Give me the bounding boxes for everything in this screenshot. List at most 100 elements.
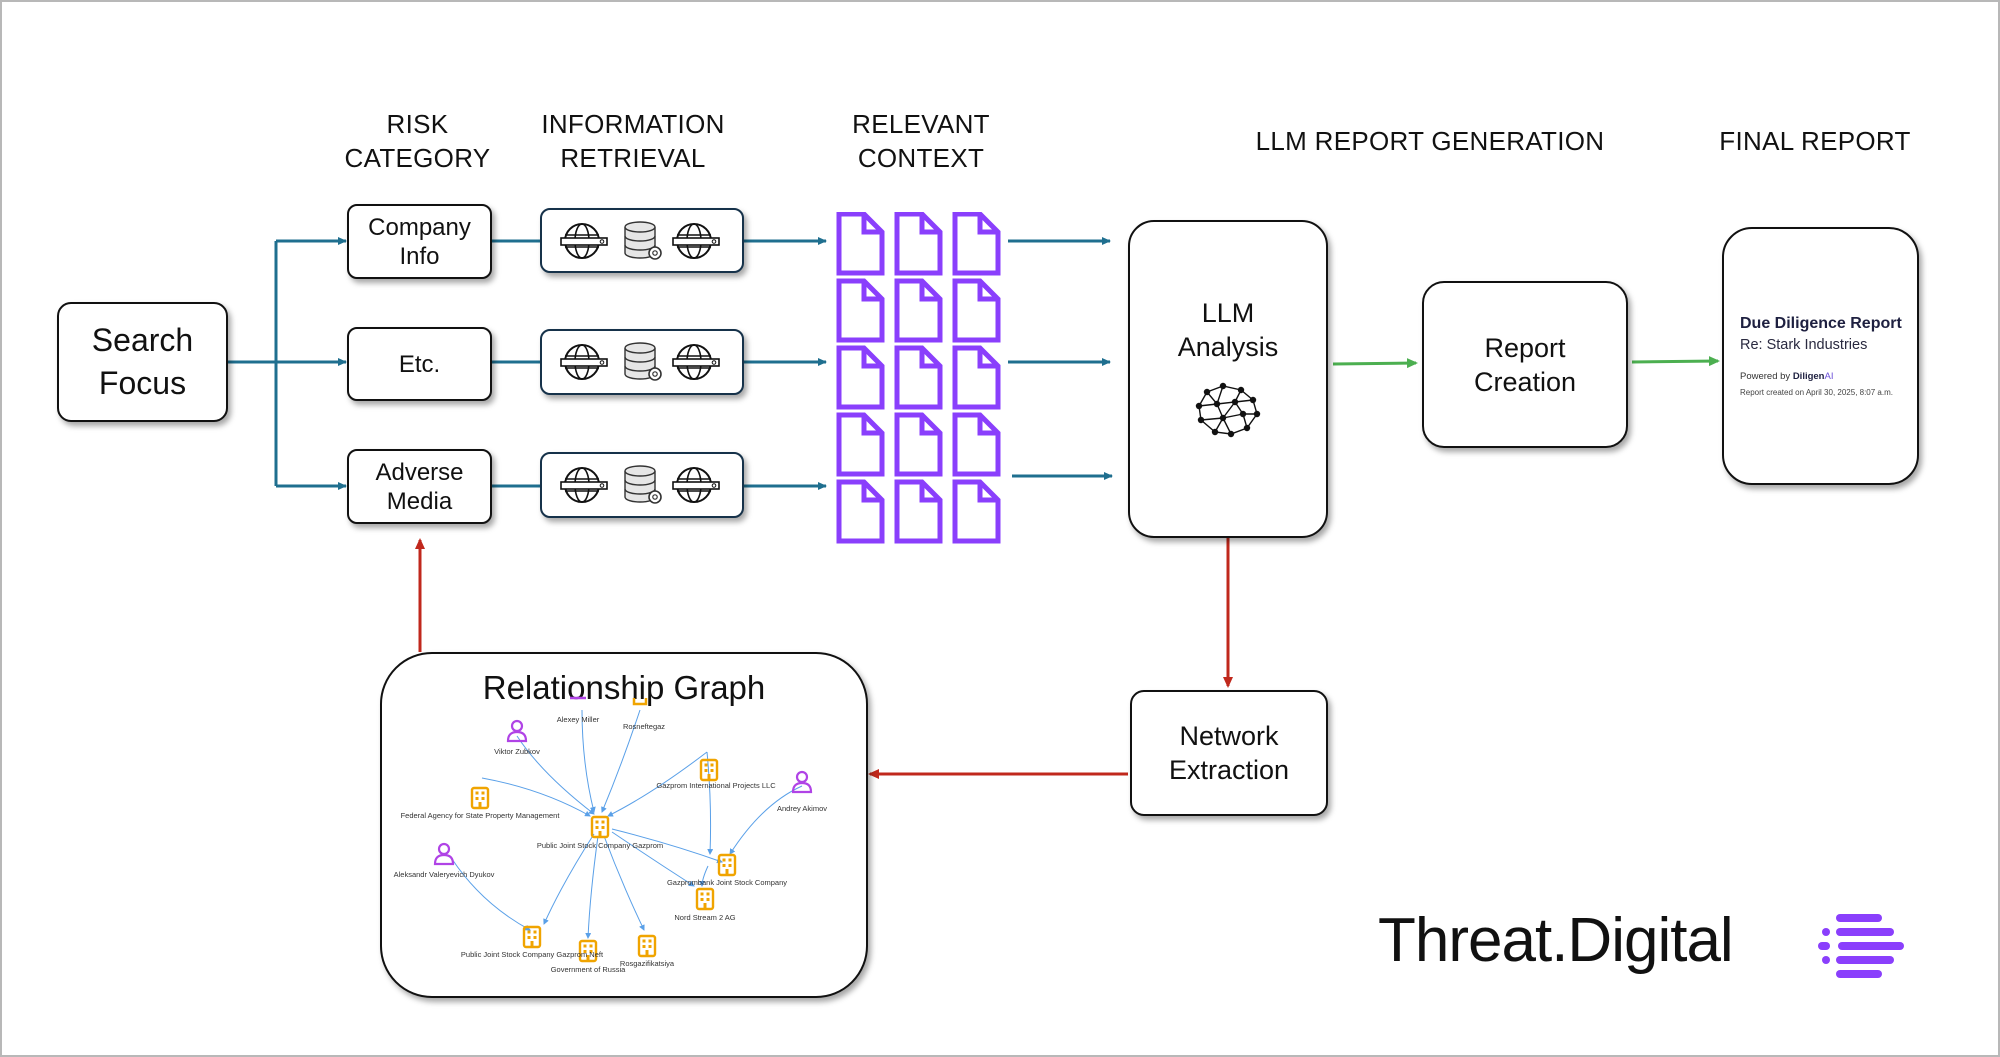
document-icon [839,482,882,541]
risk-category-etc: Etc. [347,327,492,401]
report-subject: Re: Stark Industries [1740,337,1868,353]
header-llm-report-generation: LLM REPORT GENERATION [1255,126,1605,156]
llm-analysis-line1: LLM [1201,298,1255,328]
graph-edge [543,833,595,925]
document-icon [955,348,998,407]
graph-label-gazprom-neft: Public Joint Stock Company Gazprom Neft [460,950,604,959]
header-risk-category-line1: RISK [386,109,449,139]
document-icon [897,415,940,474]
graph-label-gazprom-international: Gazprom International Projects LLC [656,781,776,790]
web-search-icon [558,338,614,386]
retrieval-row-1 [540,208,744,273]
risk-category-adverse-media-line1: Adverse [375,458,464,486]
header-risk-category-line2: CATEGORY [344,143,491,173]
retrieval-row-3 [540,452,744,518]
document-icon [839,281,882,340]
graph-edge [611,831,695,887]
search-focus-box: Search Focus [57,302,228,422]
network-extraction-line2: Extraction [1168,755,1290,785]
search-focus-line1: Search [91,322,194,358]
retrieval-row-2 [540,329,744,395]
header-relevant-context-line1: RELEVANT [852,109,990,139]
graph-label-rosneftegaz: Rosneftegaz [622,722,666,731]
report-creation-line1: Report [1484,332,1566,363]
risk-category-company-info-line2: Info [399,242,440,270]
risk-category-company-info-line1: Company [368,213,471,241]
relationship-graph-panel: Relationship Graph [380,652,868,998]
web-search-icon [670,461,726,509]
document-icon [839,348,882,407]
graph-edge [516,735,595,815]
header-information-retrieval-line2: RETRIEVAL [560,143,706,173]
graph-label-pjsc-gazprom: Public Joint Stock Company Gazprom [536,841,664,850]
report-created-timestamp: Report created on April 30, 2025, 8:07 a… [1740,388,1893,397]
web-search-icon [558,461,614,509]
threat-digital-wordmark: Threat.Digital [1378,906,1734,975]
graph-edge [729,785,803,855]
web-search-icon [558,217,614,265]
graph-edge [585,835,599,939]
powered-by-prefix: Powered by [1740,371,1793,382]
report-creation-line2: Creation [1473,366,1577,397]
llm-analysis-line2: Analysis [1177,332,1279,362]
document-icon [897,214,940,273]
header-risk-category: RISK CATEGORY [340,107,495,175]
document-icon [955,415,998,474]
document-icon [955,214,998,273]
document-icon [955,482,998,541]
search-focus-line2: Focus [98,365,187,401]
threat-digital-logo-icon [1818,914,1904,978]
powered-by-line: Powered by DiligenAI [1740,371,1833,382]
graph-label-rosgazifikatsiya: Rosgazifikatsiya [619,959,675,968]
graph-company-node [637,934,657,958]
graph-person-node [433,842,455,866]
report-creation-box: Report Creation [1422,281,1628,448]
graph-edge [481,777,591,817]
graph-label-andrey-akimov: Andrey Akimov [776,804,828,813]
graph-edge [451,858,531,931]
web-search-icon [670,338,726,386]
document-icon [839,214,882,273]
graph-label-gazprombank: Gazprombank Joint Stock Company [666,878,788,887]
graph-person-node [506,719,528,743]
neural-network-icon [1178,382,1279,446]
graph-edge [601,709,641,813]
graph-label-aleksandr-dyukov: Aleksandr Valeryevich Dyukov [393,870,495,879]
graph-edge [607,751,708,817]
document-icon [839,415,882,474]
network-extraction-box: Network Extraction [1130,690,1328,816]
relevant-context-documents [836,212,1008,544]
web-search-icon [670,217,726,265]
document-icon [897,281,940,340]
header-final-report: FINAL REPORT [1719,126,1911,156]
graph-edge [699,865,709,887]
header-information-retrieval-line1: INFORMATION [541,109,725,139]
graph-label-nord-stream: Nord Stream 2 AG [674,913,736,922]
powered-by-brand-ai: AI [1824,371,1834,382]
database-gear-icon [614,338,670,386]
report-title: Due Diligence Report [1740,315,1902,332]
relationship-graph-network [433,696,813,963]
risk-category-adverse-media: Adverse Media [347,449,492,524]
risk-category-company-info: Company Info [347,204,492,279]
powered-by-brand: Diligen [1792,371,1825,382]
document-icon [897,482,940,541]
graph-edge [603,835,645,931]
graph-label-viktor-zubkov: Viktor Zubkov [494,747,540,756]
network-extraction-line1: Network [1179,721,1279,751]
arrow-llm-report-creation [1332,358,1418,369]
document-icon [955,281,998,340]
risk-category-etc-line1: Etc. [398,350,441,378]
graph-company-node [590,815,610,839]
llm-analysis-box: LLM Analysis [1128,220,1328,538]
risk-category-adverse-media-line2: Media [386,487,453,515]
graph-label-federal-agency: Federal Agency for State Property Manage… [400,811,560,820]
header-information-retrieval: INFORMATION RETRIEVAL [528,107,738,175]
graph-company-node [717,853,737,877]
header-relevant-context: RELEVANT CONTEXT [838,107,1004,175]
relationship-graph-title: Relationship Graph [482,669,766,706]
database-gear-icon [614,461,670,509]
graph-edge [706,751,714,855]
arrow-report-creation-final [1631,356,1720,367]
